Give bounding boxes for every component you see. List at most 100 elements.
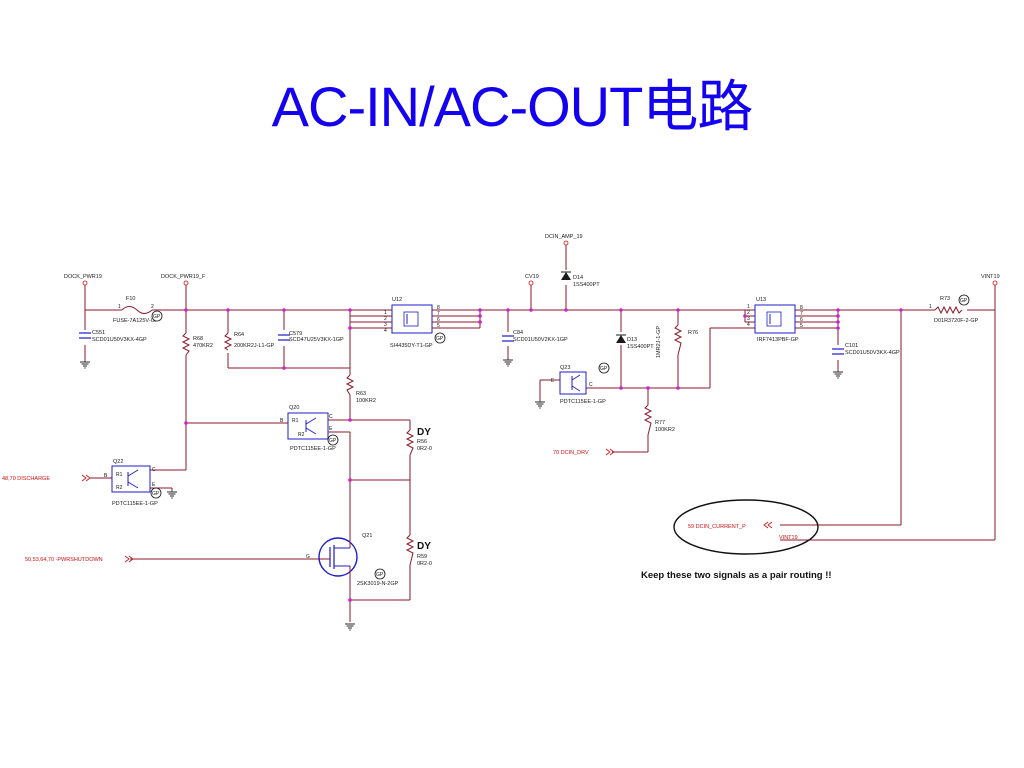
mosfet-q21: Q21 2SK3019-N-2GP G [306,533,399,631]
q20-pin-r1: R1 [292,418,299,424]
c551-value: SCD01U50V3KX-4GP [92,337,147,343]
q22-pin-c: C [152,467,156,473]
net-cv19: CV19 [525,274,539,280]
c551-ref: C551 [92,330,105,336]
fuse-f10: F10 FUSE-7A125V-GP 1 2 [113,296,159,324]
transistor-q22: Q22 PDTC115EE-1-GP B R1 R2 C E [104,459,178,507]
q23-pin-c: C [589,382,593,388]
q21-value: 2SK3019-N-2GP [357,581,399,587]
r76-ref: R76 [688,330,698,336]
diode-d13: D13 1SS400PT [616,334,654,350]
gp-badge-f10: GP [151,310,163,322]
u12-pin6: 6 [437,317,440,323]
r77-ref: R77 [655,420,665,426]
capacitor-c579: C579 SCD47U25V3KX-1GP [278,331,344,343]
resistor-r64: R64 200KR2J-L1-GP [223,332,275,351]
u13-pin6: 6 [800,317,803,323]
u13-pin5: 5 [800,323,803,329]
resistor-r73: R73 D01R3720F-2-GP 1 [929,296,979,324]
transistor-q23: Q23 PDTC115EE-1-GP E C [534,365,606,409]
q20-pin-c: C [329,414,333,420]
signal-pwrshutdown: 50,53,64,70 -PWRSHUTDOWN [25,555,134,563]
c101-value: SCD01U50V3KX-4GP [845,350,900,356]
u13-pin4: 4 [747,322,750,328]
r68-ref: R68 [193,336,203,342]
q22-pin-r2: R2 [116,485,123,491]
pair-routing-callout: 59 DCIN_CURRENT_P VINT19 Keep these two … [641,499,832,581]
u13-pin3: 3 [747,316,750,322]
net-dock-pwr19-f: DOCK_PWR19_F [161,274,206,280]
slide-title: AC-IN/AC-OUT电路 [271,75,754,138]
resistor-r56: DY R56 0R2-0 [405,427,432,456]
r73-pin1: 1 [929,304,932,310]
svg-text:GP: GP [153,314,161,320]
r73-ref: R73 [940,296,950,302]
gp-badge-u12: GP [434,332,446,344]
f10-value: FUSE-7A125V-GP [113,318,159,324]
svg-text:GP: GP [376,572,384,578]
d13-value: 1SS400PT [627,344,654,350]
r56-ref: R56 [417,439,427,445]
callout-ellipse [673,499,819,555]
r73-value: D01R3720F-2-GP [934,318,979,324]
net-dcin-amp-19: DCIN_AMP_19 [545,234,583,240]
c101-ref: C101 [845,343,858,349]
u12-pin2: 2 [384,316,387,322]
gp-badges: GP GP GP GP GP GP GP [150,294,970,580]
gp-badge-r73: GP [958,294,970,306]
dcin-drv-label: 70 DCIN_DRV [553,450,589,456]
signal-dcin-drv: 70 DCIN_DRV [553,448,615,456]
u12-pin1: 1 [384,310,387,316]
capacitor-c551: C551 SCD01U50V3KX-4GP [79,330,147,369]
net-vint19: VINT19 [981,274,1000,280]
diode-d14: D14 1SS400PT [561,271,600,288]
f10-ref: F10 [126,296,135,302]
q22-value: PDTC115EE-1-GP [112,501,158,507]
svg-text:GP: GP [960,298,968,304]
q22-pin-b: B [104,473,108,479]
q21-pin-g: G [306,554,310,560]
dcin-current-p-label: 59 DCIN_CURRENT_P [688,524,746,530]
discharge-label: 48,70 DISCHARGE [2,476,50,482]
c84-value: SCD01U50V2KX-1GP [513,337,568,343]
r64-ref: R64 [234,332,244,338]
u13-pin8: 8 [800,305,803,311]
r63-ref: R63 [356,391,366,397]
r68-value: 470KR2 [193,343,213,349]
c84-ref: C84 [513,330,523,336]
c579-ref: C579 [289,331,302,337]
q22-ref: Q22 [113,459,123,465]
u12-pin3: 3 [384,322,387,328]
svg-text:GP: GP [152,491,160,497]
svg-text:GP: GP [436,336,444,342]
svg-text:GP: GP [600,366,608,372]
u13-value: IRF7413PBF-GP [757,337,799,343]
vint19-signal-label: VINT19 [779,535,798,541]
resistor-r77: R77 100KR2 [643,404,675,436]
u13-pin2: 2 [747,310,750,316]
pwrshutdown-label: 50,53,64,70 -PWRSHUTDOWN [25,557,103,563]
q22-pin-e: E [152,482,156,488]
u12-pin8: 8 [437,305,440,311]
f10-pin2: 2 [151,304,154,310]
gp-badge-q21: GP [374,568,386,580]
d13-ref: D13 [627,337,637,343]
q20-pin-b: B [280,418,284,424]
q23-ref: Q23 [560,365,570,371]
signal-discharge: 48,70 DISCHARGE [2,474,91,482]
u12-pin5: 5 [437,323,440,329]
u12-value: SI4435DY-T1-GP [390,343,433,349]
r77-value: 100KR2 [655,427,675,433]
r63-value: 100KR2 [356,398,376,404]
r59-value: 0R2-0 [417,561,432,567]
r59-dy-badge: DY [417,541,431,552]
r56-dy-badge: DY [417,427,431,438]
gp-badge-q22: GP [150,487,162,499]
resistor-r59: DY R59 0R2-0 [405,534,432,567]
u13-pin7: 7 [800,311,803,317]
f10-pin1: 1 [118,304,121,310]
resistor-r63: R63 100KR2 [345,374,376,404]
transistor-q20: Q20 PDTC115EE-1-GP B R1 R2 C E [280,405,336,452]
r56-value: 0R2-0 [417,446,432,452]
r59-ref: R59 [417,554,427,560]
